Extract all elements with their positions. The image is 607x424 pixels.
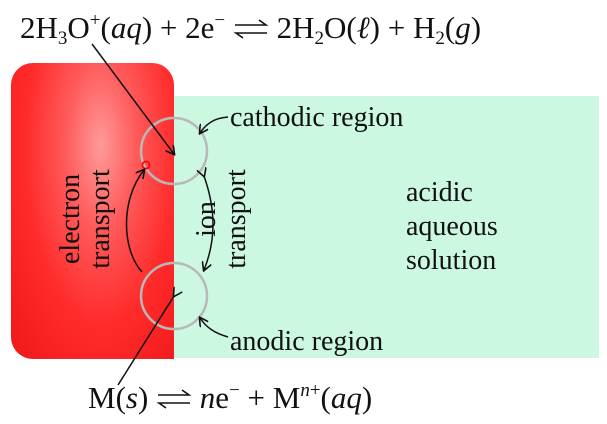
electron-transport-arrow xyxy=(125,170,145,273)
eq-text: M( xyxy=(88,380,126,415)
anodic-reaction-equation: M(s) ne− + Mn+(aq) xyxy=(88,380,373,415)
anodic-equation-pointer-arrow xyxy=(117,296,174,386)
metal-electrode xyxy=(11,63,174,359)
eq-text: O xyxy=(67,10,90,45)
eq-text: + M xyxy=(239,380,301,415)
cathodic-region-label: cathodic region xyxy=(230,102,404,133)
eq-text: + 2e xyxy=(152,10,215,45)
eq-sup: − xyxy=(229,380,240,401)
solution-label-line: aqueous xyxy=(406,211,498,242)
eq-sub: 3 xyxy=(57,28,68,49)
equilibrium-arrows-icon xyxy=(233,19,269,39)
eq-italic: s xyxy=(125,380,138,415)
eq-text: 2H xyxy=(268,10,315,45)
cathode-site-dot xyxy=(141,160,151,170)
eq-text: O( xyxy=(324,10,357,45)
eq-sup: + xyxy=(89,10,101,31)
cathodic-region-pointer-arrow xyxy=(200,116,229,133)
eq-text: e xyxy=(215,380,230,415)
eq-text: ) + H xyxy=(369,10,436,45)
eq-sup: + xyxy=(309,380,321,401)
cathodic-reaction-equation: 2H3O+(aq) + 2e− 2H2O(ℓ) + H2(g) xyxy=(20,10,482,49)
anodic-region-label: anodic region xyxy=(230,326,384,357)
solution-label-line: acidic xyxy=(406,177,473,208)
eq-italic: aq xyxy=(110,10,142,45)
eq-sub: 2 xyxy=(314,28,325,49)
acidic-solution-region xyxy=(171,96,599,358)
ion-transport-arrow xyxy=(204,176,214,270)
anodic-region-circle xyxy=(139,261,209,331)
eq-italic: n xyxy=(300,380,310,401)
cathodic-region-circle xyxy=(139,116,209,186)
eq-italic: g xyxy=(455,10,471,45)
eq-sup: − xyxy=(214,10,226,31)
anodic-region-pointer-arrow xyxy=(200,318,229,338)
solution-label-line: solution xyxy=(406,245,497,276)
cathodic-equation-pointer-arrow xyxy=(91,43,174,154)
solution-label: acidic aqueous solution xyxy=(406,176,498,278)
eq-text: 2H xyxy=(20,10,58,45)
eq-italic: ℓ xyxy=(356,10,370,45)
eq-italic: n xyxy=(199,380,216,415)
equilibrium-arrows-icon xyxy=(156,389,192,409)
eq-italic: aq xyxy=(330,380,362,415)
eq-text: ) xyxy=(137,380,157,415)
eq-sub: 2 xyxy=(435,28,445,49)
